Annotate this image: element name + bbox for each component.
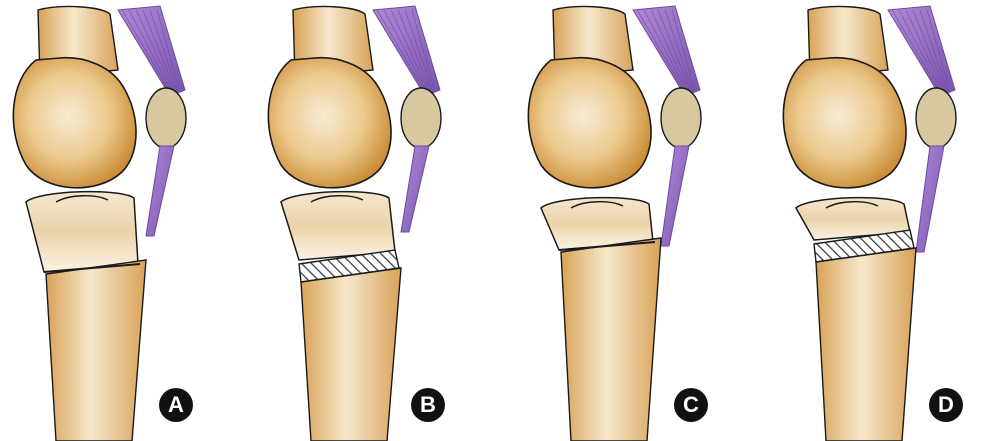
panel-label-d: D (929, 388, 963, 422)
tibial-shaft (561, 238, 661, 441)
proximal-tibia (26, 192, 138, 272)
proximal-tibia (281, 192, 395, 260)
tibial-shaft (46, 260, 146, 441)
patellar-tendon (146, 146, 174, 236)
knee-panel-d (783, 6, 956, 441)
femoral-condyle (528, 58, 651, 188)
patellar-tendon (661, 146, 689, 246)
panel-label-a: A (159, 388, 193, 422)
knee-panel-b (268, 6, 441, 441)
knee-panel-a (13, 6, 186, 441)
femoral-condyle (783, 58, 906, 188)
patellar-tendon (916, 146, 944, 252)
patella (401, 88, 441, 148)
panel-label-b: B (411, 388, 445, 422)
tibial-shaft (816, 248, 916, 441)
femoral-condyle (268, 58, 391, 188)
patella (916, 88, 956, 148)
panel-label-c: C (674, 388, 708, 422)
patella (661, 88, 701, 148)
patella (146, 88, 186, 148)
patellar-tendon (401, 146, 429, 232)
knee-panel-c (528, 6, 701, 441)
femoral-condyle (13, 58, 136, 188)
tibial-shaft (301, 268, 401, 441)
